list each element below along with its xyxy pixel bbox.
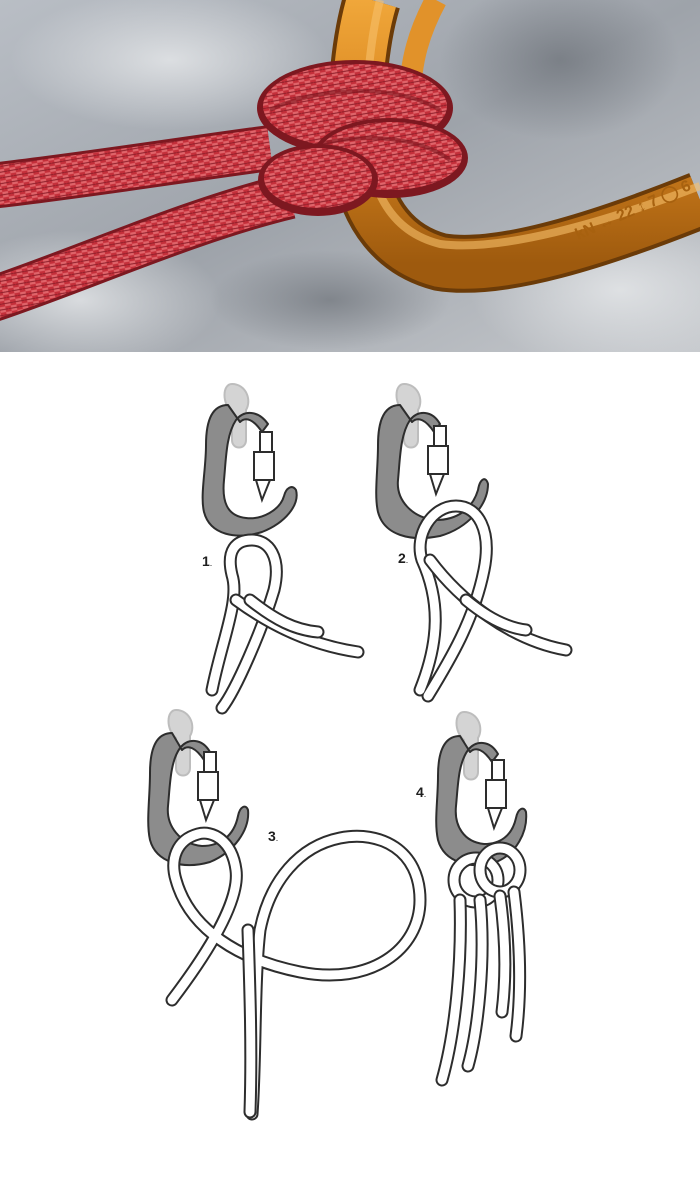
step-4-illustration: 4. bbox=[416, 710, 528, 1087]
anchor-sling-icon bbox=[455, 710, 482, 781]
carabiner-lock-sleeve bbox=[253, 451, 275, 481]
knot-steps-diagram: 1. 2. bbox=[0, 352, 700, 1200]
step-4-number: 4. bbox=[416, 784, 426, 800]
step-1-number: 1. bbox=[202, 553, 212, 569]
step-3-number: 3. bbox=[268, 828, 278, 844]
step-3-illustration: 3. bbox=[147, 708, 427, 1121]
photo-knot-on-carabiner: kN ↔ 22 ↕ 7 ◯ 6 bbox=[0, 0, 700, 352]
steps-illustration: 1. 2. bbox=[147, 382, 573, 1121]
carabiner-icon bbox=[375, 404, 489, 540]
rope-photo bbox=[0, 60, 468, 321]
step-2-illustration: 2. bbox=[375, 382, 573, 703]
step-2-number: 2. bbox=[398, 550, 408, 566]
anchor-sling-icon bbox=[167, 708, 194, 777]
carabiner-icon bbox=[147, 732, 250, 866]
photo-illustration: kN ↔ 22 ↕ 7 ◯ 6 bbox=[0, 0, 700, 352]
step-1-illustration: 1. bbox=[201, 382, 365, 715]
carabiner-icon bbox=[435, 735, 528, 866]
carabiner-icon bbox=[201, 404, 298, 537]
